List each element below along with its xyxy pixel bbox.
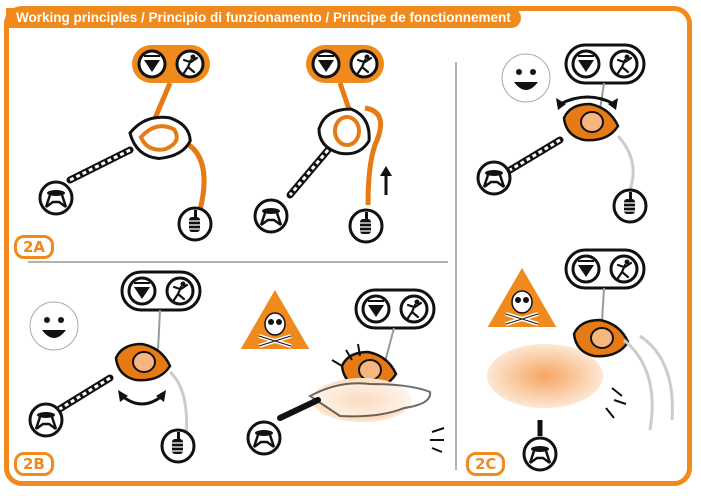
harness-icon	[40, 182, 72, 214]
brake-icon	[129, 278, 155, 304]
brake-icon	[139, 51, 165, 77]
panel-2c-bottom-scene	[486, 250, 672, 470]
harness-icon	[255, 200, 287, 232]
rotation-arrow-icon	[122, 396, 162, 404]
climber-icon	[611, 51, 637, 77]
climber-icon	[177, 51, 203, 77]
panel-2a-left-scene	[40, 45, 211, 240]
panel-2c-top-scene	[478, 45, 646, 222]
climber-icon	[167, 278, 193, 304]
panel-label-2a: 2A	[14, 235, 54, 259]
hand-icon	[350, 210, 382, 242]
panel-2c	[478, 45, 672, 470]
hand-icon	[162, 430, 194, 462]
hand-icon	[179, 208, 211, 240]
skull-warning-icon	[486, 266, 558, 328]
belay-device	[128, 112, 192, 162]
panel-label-2c: 2C	[466, 452, 505, 476]
hand-icon	[614, 190, 646, 222]
belay-device	[574, 320, 628, 356]
panel-2b	[30, 272, 444, 462]
panel-2a-right-scene	[255, 45, 392, 242]
harness-icon	[248, 422, 280, 454]
panel-2a	[40, 45, 392, 242]
brake-icon	[313, 51, 339, 77]
harness-icon	[524, 438, 556, 470]
brake-icon	[363, 296, 389, 322]
skull-warning-icon	[239, 288, 311, 350]
climber-icon	[351, 51, 377, 77]
belay-device	[116, 344, 170, 380]
harness-icon	[30, 404, 62, 436]
belay-device	[564, 104, 618, 140]
panel-2b-left-scene	[30, 272, 200, 462]
climber-icon	[611, 256, 637, 282]
panel-label-2b: 2B	[14, 452, 54, 476]
brake-icon	[573, 256, 599, 282]
happy-face-icon	[30, 302, 78, 350]
panel-2b-right-scene	[239, 288, 444, 454]
harness-icon	[478, 162, 510, 194]
happy-face-icon	[502, 54, 550, 102]
brake-icon	[573, 51, 599, 77]
climber-icon	[401, 296, 427, 322]
